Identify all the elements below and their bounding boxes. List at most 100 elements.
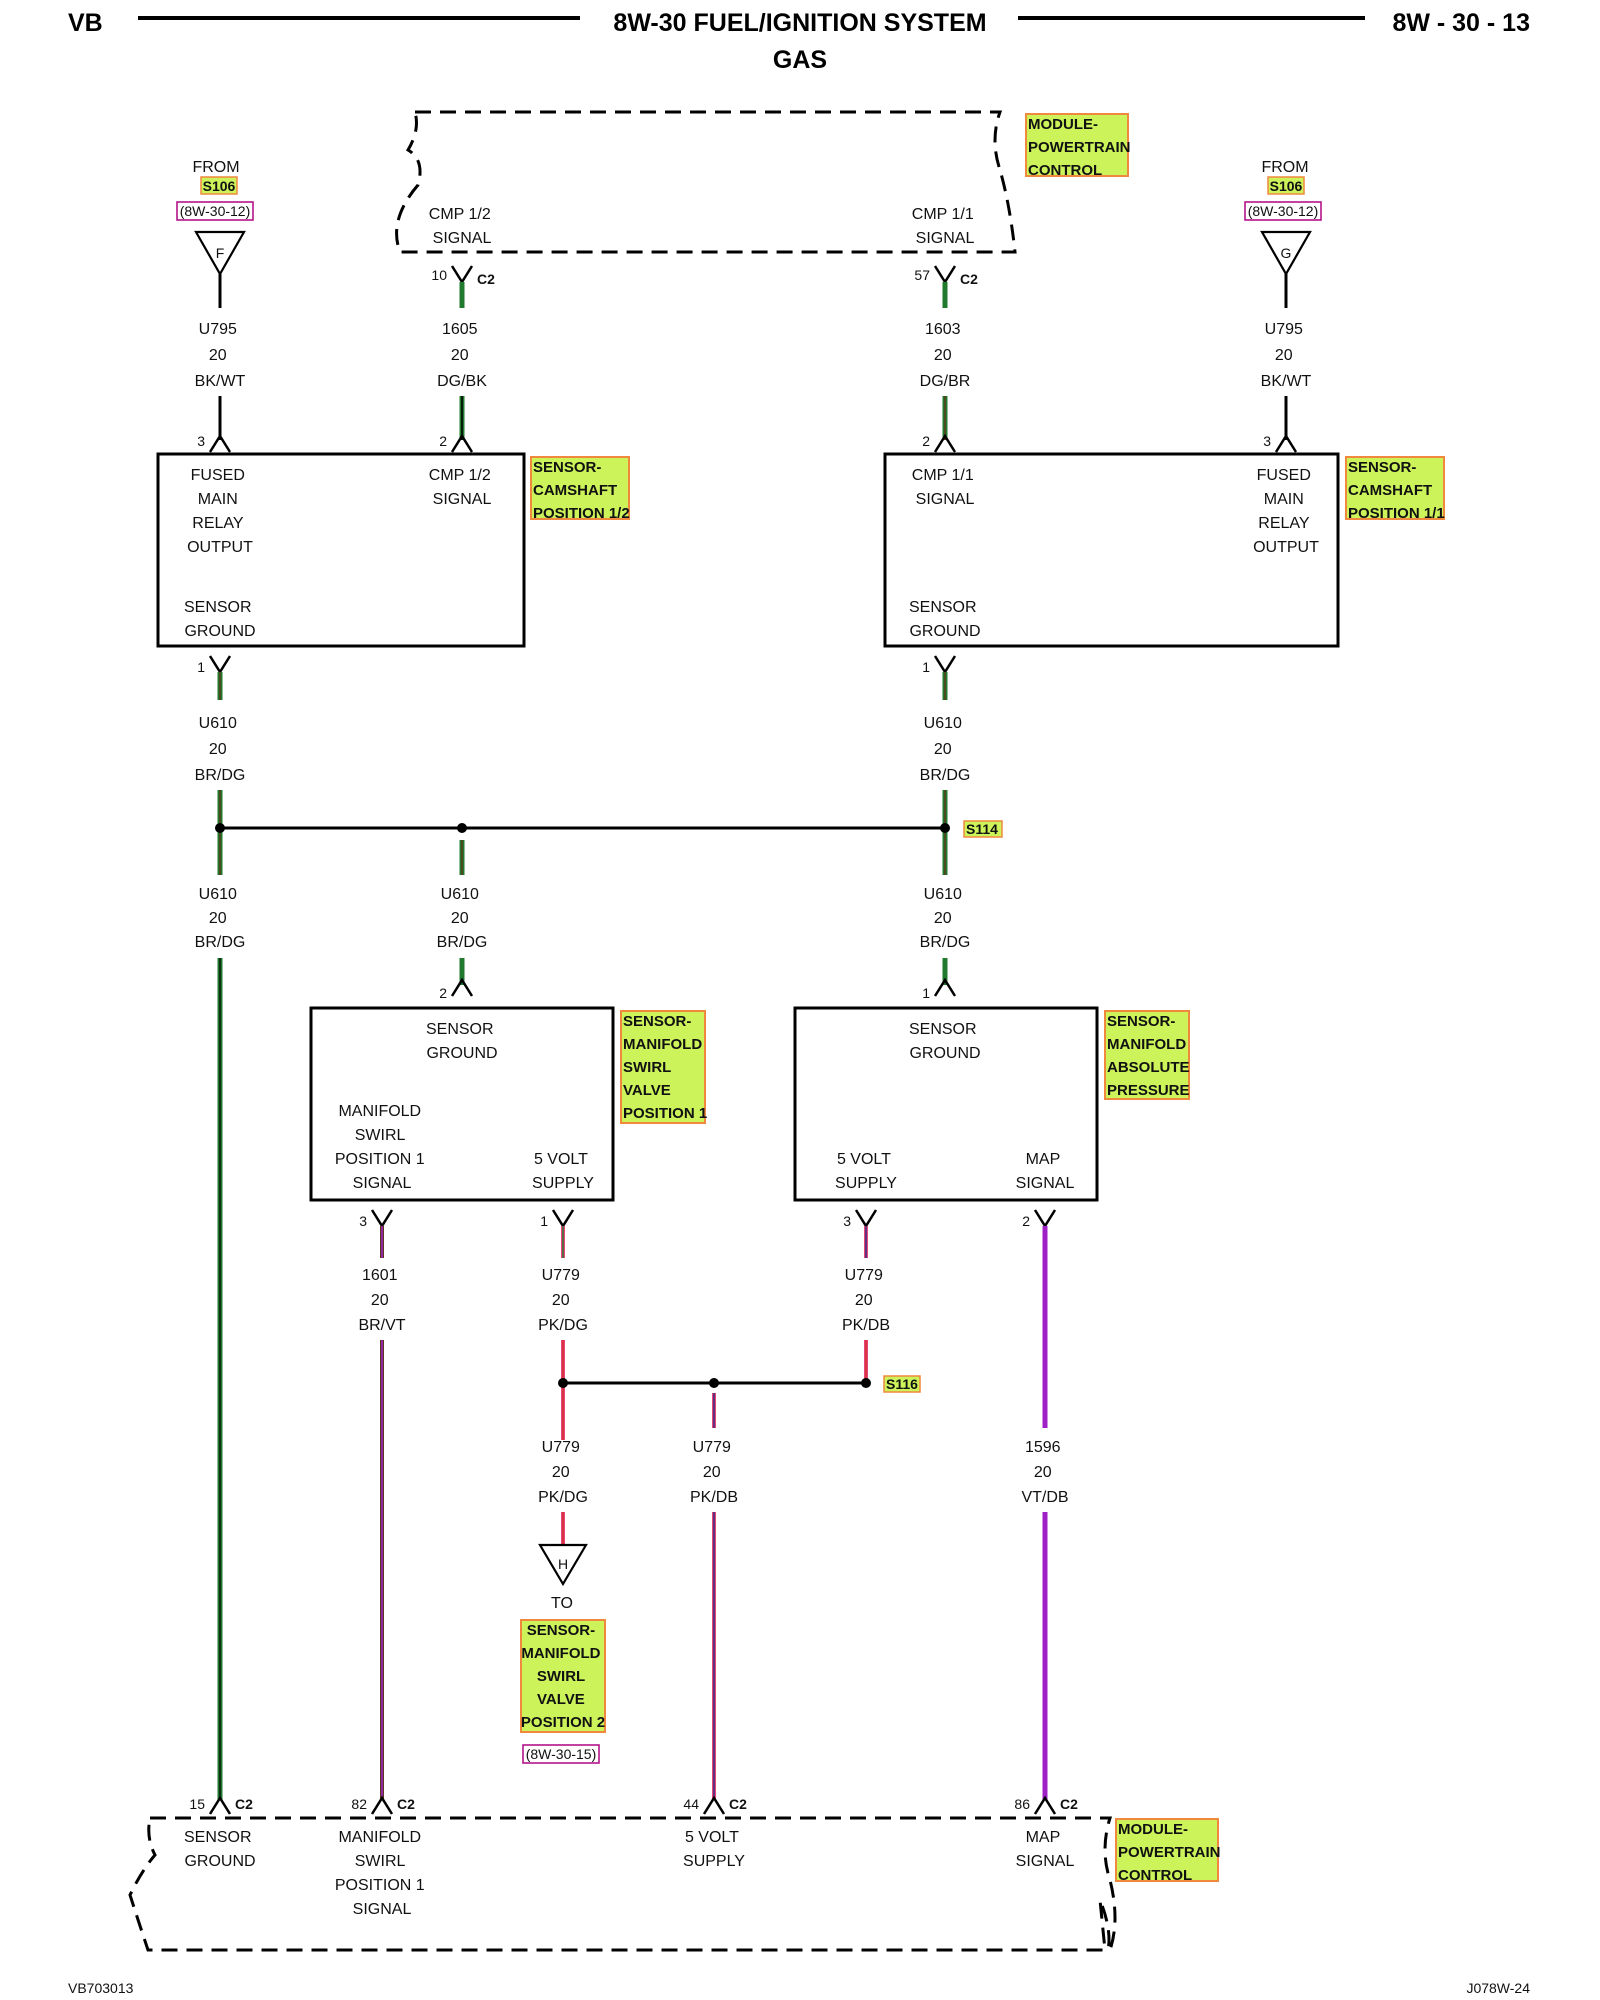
pcm-top-name: MODULE- POWERTRAIN CONTROL xyxy=(1028,116,1135,179)
from-label-left: FROM xyxy=(192,159,239,176)
footer-left: VB703013 xyxy=(68,1980,134,1996)
pcm-bottom-cavity-82: 82 xyxy=(351,1796,367,1812)
svg-text:U610 20 BR/DG: U610 20 BR/DG xyxy=(195,886,246,951)
map-cavity-1: 1 xyxy=(922,985,930,1001)
ref-8w-30-12-right: (8W-30-12) xyxy=(1248,203,1319,219)
svg-text:MANIFOLD SWIRL POS: MANIFOLD SWIRL POSITION 1 SIGNAL xyxy=(335,1103,429,1192)
wire-1605-label: 1605 20 DG/BK xyxy=(437,321,487,390)
svg-text:SENSOR GROUND: SENSOR GROUND xyxy=(426,1021,498,1062)
splice-s114: S114 xyxy=(215,820,1003,838)
pcm-top-name-highlight xyxy=(1025,113,1129,177)
wire-u610-e-label: U610 20 BR/DG xyxy=(920,886,971,951)
svg-text:U610 20 BR/DG: U610 20 BR/DG xyxy=(437,886,488,951)
svg-text:SENSOR GROUND: SENSOR GROUND xyxy=(184,1829,256,1870)
svg-text:C2: C2 xyxy=(960,271,978,287)
splice-s106-left: S106 xyxy=(203,178,236,194)
ref-8w-30-15: (8W-30-15) xyxy=(526,1746,597,1762)
map-cavity-3: 3 xyxy=(843,1213,851,1229)
svg-text:U779 20 PK/DB: U779 20 PK/DB xyxy=(690,1439,738,1506)
wire-u779-a-label: U779 20 PK/DG xyxy=(538,1267,588,1334)
svg-text:U779 20 PK/DB: U779 20 PK/DB xyxy=(842,1267,890,1334)
svg-text:1601 20 BR/VT: 1601 20 BR/VT xyxy=(358,1267,405,1334)
to-sensor-manifold-swirl-valve-position-2: H TO SENSOR- MANIFOLD SWIRL VALVE POSITI… xyxy=(520,1512,606,1764)
to-label: TO xyxy=(551,1595,573,1612)
svg-text:MAP SIGNAL: MAP SIGNAL xyxy=(1016,1829,1075,1870)
header-subtitle: GAS xyxy=(773,46,827,74)
cmp12-pin-signal-label: CMP 1/2 SIGNAL xyxy=(429,467,495,508)
wire-u610-b-label: U610 20 BR/DG xyxy=(920,715,971,784)
cmp12-pin-fused-label: FUSED MAIN RELAY OUTPUT xyxy=(187,467,253,556)
header-page-number: 8W - 30 - 13 xyxy=(1392,9,1530,37)
splice-s116: S116 xyxy=(558,1375,921,1393)
cmp11-name: SENSOR- CAMSHAFT POSITION 1/1 xyxy=(1348,459,1445,522)
msv1-cavity-3: 3 xyxy=(359,1213,367,1229)
wire-u779-c-label: U779 20 PK/DG xyxy=(538,1439,588,1506)
sensor-manifold-absolute-pressure: SENSOR GROUND 5 VOLT SUPPLY MAP SIGNAL S… xyxy=(793,1006,1194,1202)
page-header: VB 8W-30 FUEL/IGNITION SYSTEM 8W - 30 - … xyxy=(68,9,1530,74)
map-cavity-2: 2 xyxy=(1022,1213,1030,1229)
wire-1603-label: 1603 20 DG/BR xyxy=(920,321,971,390)
wire-1601-label: 1601 20 BR/VT xyxy=(358,1267,405,1334)
header-left: VB xyxy=(68,9,103,37)
svg-text:U610 20 BR/DG: U610 20 BR/DG xyxy=(920,715,971,784)
header-title: 8W-30 FUEL/IGNITION SYSTEM xyxy=(613,9,986,37)
cmp12-pin-ground-label: SENSOR GROUND xyxy=(184,599,256,640)
cmp11-pin-fused-label: FUSED MAIN RELAY OUTPUT xyxy=(1253,467,1319,556)
pcm-bottom-cavity-86: 86 xyxy=(1014,1796,1030,1812)
from-s106-right: FROM S106 (8W-30-12) G xyxy=(1244,159,1322,308)
msv2-name: SENSOR- MANIFOLD SWIRL VALVE POSITION 2 xyxy=(521,1622,605,1731)
pcm-top-pin-cmp12-label: CMP 1/2 SIGNAL xyxy=(429,206,495,247)
cmp11-pin-ground-label: SENSOR GROUND xyxy=(909,599,981,640)
footer-right: J078W-24 xyxy=(1466,1980,1530,1996)
wire-u610-c-label: U610 20 BR/DG xyxy=(195,886,246,951)
svg-text:5 VOLT SUPPLY: 5 VOLT SUPPLY xyxy=(835,1151,897,1192)
pcm-bottom-cavity-44: 44 xyxy=(683,1796,699,1812)
svg-text:U795 20 BK/WT: U795 20 BK/WT xyxy=(195,321,246,390)
svg-text:U610 20 BR/DG: U610 20 BR/DG xyxy=(195,715,246,784)
pcm-top-pin-cmp11-label: CMP 1/1 SIGNAL xyxy=(912,206,978,247)
svg-text:57: 57 xyxy=(914,267,930,283)
svg-text:C2: C2 xyxy=(235,1796,253,1812)
ref-8w-30-12-left: (8W-30-12) xyxy=(180,203,251,219)
svg-text:10: 10 xyxy=(431,267,447,283)
splice-s114-label: S114 xyxy=(966,821,998,837)
pcm-top-module: MODULE- POWERTRAIN CONTROL CMP 1/2 SIGNA… xyxy=(395,110,1135,254)
svg-text:1603 20 DG/BR: 1603 20 DG/BR xyxy=(920,321,971,390)
svg-text:C2: C2 xyxy=(397,1796,415,1812)
wire-u795-left-label: U795 20 BK/WT xyxy=(195,321,246,390)
cmp12-cavity-1: 1 xyxy=(197,659,205,675)
flag-h: H xyxy=(558,1556,568,1572)
cmp12-name: SENSOR- CAMSHAFT POSITION 1/2 xyxy=(533,459,630,522)
svg-text:1605 20 DG/BK: 1605 20 DG/BK xyxy=(437,321,487,390)
svg-text:MANIFOLD SWIRL POS: MANIFOLD SWIRL POSITION 1 SIGNAL xyxy=(335,1829,429,1918)
pcm-bottom-cavity-15: 15 xyxy=(189,1796,205,1812)
wire-u779-d-label: U779 20 PK/DB xyxy=(690,1439,738,1506)
sensor-manifold-swirl-valve-position-1: SENSOR GROUND MANIFOLD SWIRL POSITION 1 … xyxy=(309,1006,707,1202)
svg-text:C2: C2 xyxy=(729,1796,747,1812)
wire-1596-label: 1596 20 VT/DB xyxy=(1021,1439,1068,1506)
cmp12-cavity-2: 2 xyxy=(439,433,447,449)
flag-g: G xyxy=(1281,245,1292,261)
cmp11-cavity-3: 3 xyxy=(1263,433,1271,449)
cmp11-cavity-2: 2 xyxy=(922,433,930,449)
flag-f: F xyxy=(216,245,225,261)
splice-s106-right: S106 xyxy=(1270,178,1303,194)
svg-text:MAP SIGNAL: MAP SIGNAL xyxy=(1016,1151,1075,1192)
sensor-camshaft-position-1-1: CMP 1/1 SIGNAL FUSED MAIN RELAY OUTPUT S… xyxy=(883,452,1445,648)
svg-text:U795 20 BK/WT: U795 20 BK/WT xyxy=(1261,321,1312,390)
pcm-bottom-module: SENSOR GROUND MANIFOLD SWIRL POSITION 1 … xyxy=(128,1816,1225,1952)
svg-text:1596 20 VT/DB: 1596 20 VT/DB xyxy=(1021,1439,1068,1506)
from-label-right: FROM xyxy=(1261,159,1308,176)
msv1-cavity-1: 1 xyxy=(540,1213,548,1229)
cmp11-pin-signal-label: CMP 1/1 SIGNAL xyxy=(912,467,978,508)
from-s106-left: FROM S106 (8W-30-12) F xyxy=(176,159,254,308)
svg-text:U610 20 BR/DG: U610 20 BR/DG xyxy=(920,886,971,951)
svg-text:SENSOR GROUND: SENSOR GROUND xyxy=(909,1021,981,1062)
svg-text:SENSOR- MANIFOLD A: SENSOR- MANIFOLD ABSOLUTE PRESSURE xyxy=(1107,1013,1194,1099)
cmp11-cavity-1: 1 xyxy=(922,659,930,675)
wire-u795-right-label: U795 20 BK/WT xyxy=(1261,321,1312,390)
svg-text:U779 20 PK/DG: U779 20 PK/DG xyxy=(538,1439,588,1506)
pcm-bottom-name: MODULE- POWERTRAIN CONTROL xyxy=(1118,1821,1225,1884)
wire-u779-b-label: U779 20 PK/DB xyxy=(842,1267,890,1334)
